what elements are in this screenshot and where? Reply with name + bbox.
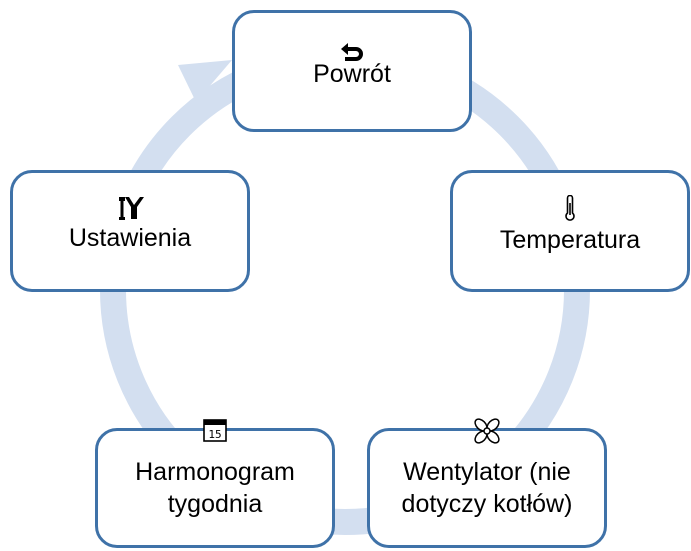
node-temperature-label: Temperatura (499, 226, 641, 254)
thermometer-icon (565, 195, 575, 221)
node-temperature: Temperatura (450, 170, 690, 292)
node-weekly-schedule: 15 Harmonogram tygodnia (95, 419, 335, 548)
node-back: Powrót (232, 10, 472, 132)
calendar-icon: 15 (203, 419, 227, 442)
node-settings: Ustawienia (10, 170, 250, 292)
node-fan-label: Wentylator (nie dotyczy kotłów) (401, 458, 573, 518)
tools-icon (119, 197, 144, 220)
cycle-arrowhead (178, 60, 232, 102)
node-fan: Wentylator (nie dotyczy kotłów) (367, 418, 607, 548)
node-back-label: Powrót (313, 60, 391, 88)
fan-icon (474, 418, 500, 444)
node-settings-label: Ustawienia (68, 224, 192, 252)
return-arrow-icon (341, 43, 363, 61)
calendar-day: 15 (208, 428, 221, 441)
node-weekly-schedule-label: Harmonogram tygodnia (135, 458, 295, 518)
